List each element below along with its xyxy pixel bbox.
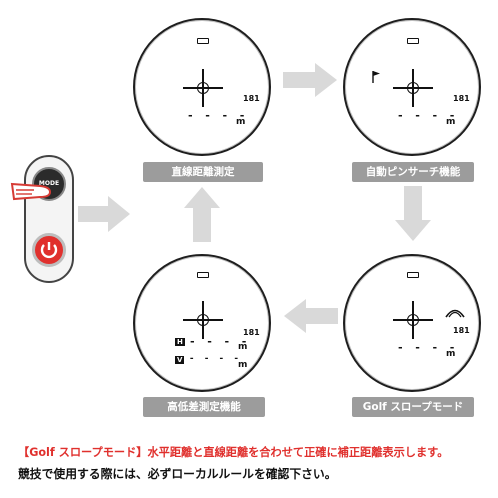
rangefinder-device: MODE [24,155,74,283]
arrow-up-left [184,187,220,242]
footer-line-1-text: 水平距離と直線距離を合わせて正確に補正距離表示します。 [147,446,449,459]
distance-dashes: - - - - [187,109,248,122]
display-straight-distance: 181 - - - - m [133,18,271,156]
signal-bars: 181 [453,94,470,103]
footer-tag: 【Golf スロープモード】 [18,446,148,459]
horizontal-dashes: - - - - [189,335,250,348]
crosshair-ring [407,82,419,94]
label-straight-distance: 直線距離測定 [143,162,263,182]
unit-m-v: m [238,360,248,370]
battery-icon [407,272,419,278]
finger-icon [10,182,52,201]
signal-bars: 181 [243,94,260,103]
label-golf-slope: Golf スロープモード [352,397,474,417]
flag-icon [372,71,380,83]
crosshair-ring [197,82,209,94]
footer-line-2: 競技で使用する際には、必ずローカルルールを確認下さい。 [18,467,337,481]
mode-button-label: MODE [38,180,60,187]
signal-bars: 181 [243,328,260,337]
label-height-diff: 高低差測定機能 [143,397,265,417]
v-tag: V [175,356,185,364]
unit-m-h: m [238,342,248,352]
slope-icon [445,309,465,318]
distance-dashes: - - - - [397,341,458,354]
battery-icon [197,38,209,44]
arrow-left-bottom [284,299,338,333]
display-pin-search: 181 - - - - m [343,18,481,156]
display-height-diff: 181 H - - - - m V - - - - m [133,254,271,392]
arrow-right-top [283,63,337,97]
power-icon [40,242,58,259]
crosshair-ring [407,314,419,326]
battery-icon [197,272,209,278]
arrow-down-right [395,186,431,241]
h-tag: H [175,338,185,346]
power-button[interactable] [32,233,66,267]
signal-bars: 181 [453,326,470,335]
unit-m: m [446,117,456,127]
distance-dashes: - - - - [397,109,458,122]
unit-m: m [236,117,246,127]
battery-icon [407,38,419,44]
vertical-dashes: - - - - [189,354,241,364]
label-pin-search: 自動ピンサーチ機能 [352,162,474,182]
unit-m: m [446,349,456,359]
display-golf-slope: 181 - - - - m [343,254,481,392]
arrow-right-device [78,196,130,232]
crosshair-ring [197,314,209,326]
footer-line-1: 【Golf スロープモード】水平距離と直線距離を合わせて正確に補正距離表示します… [18,444,448,460]
